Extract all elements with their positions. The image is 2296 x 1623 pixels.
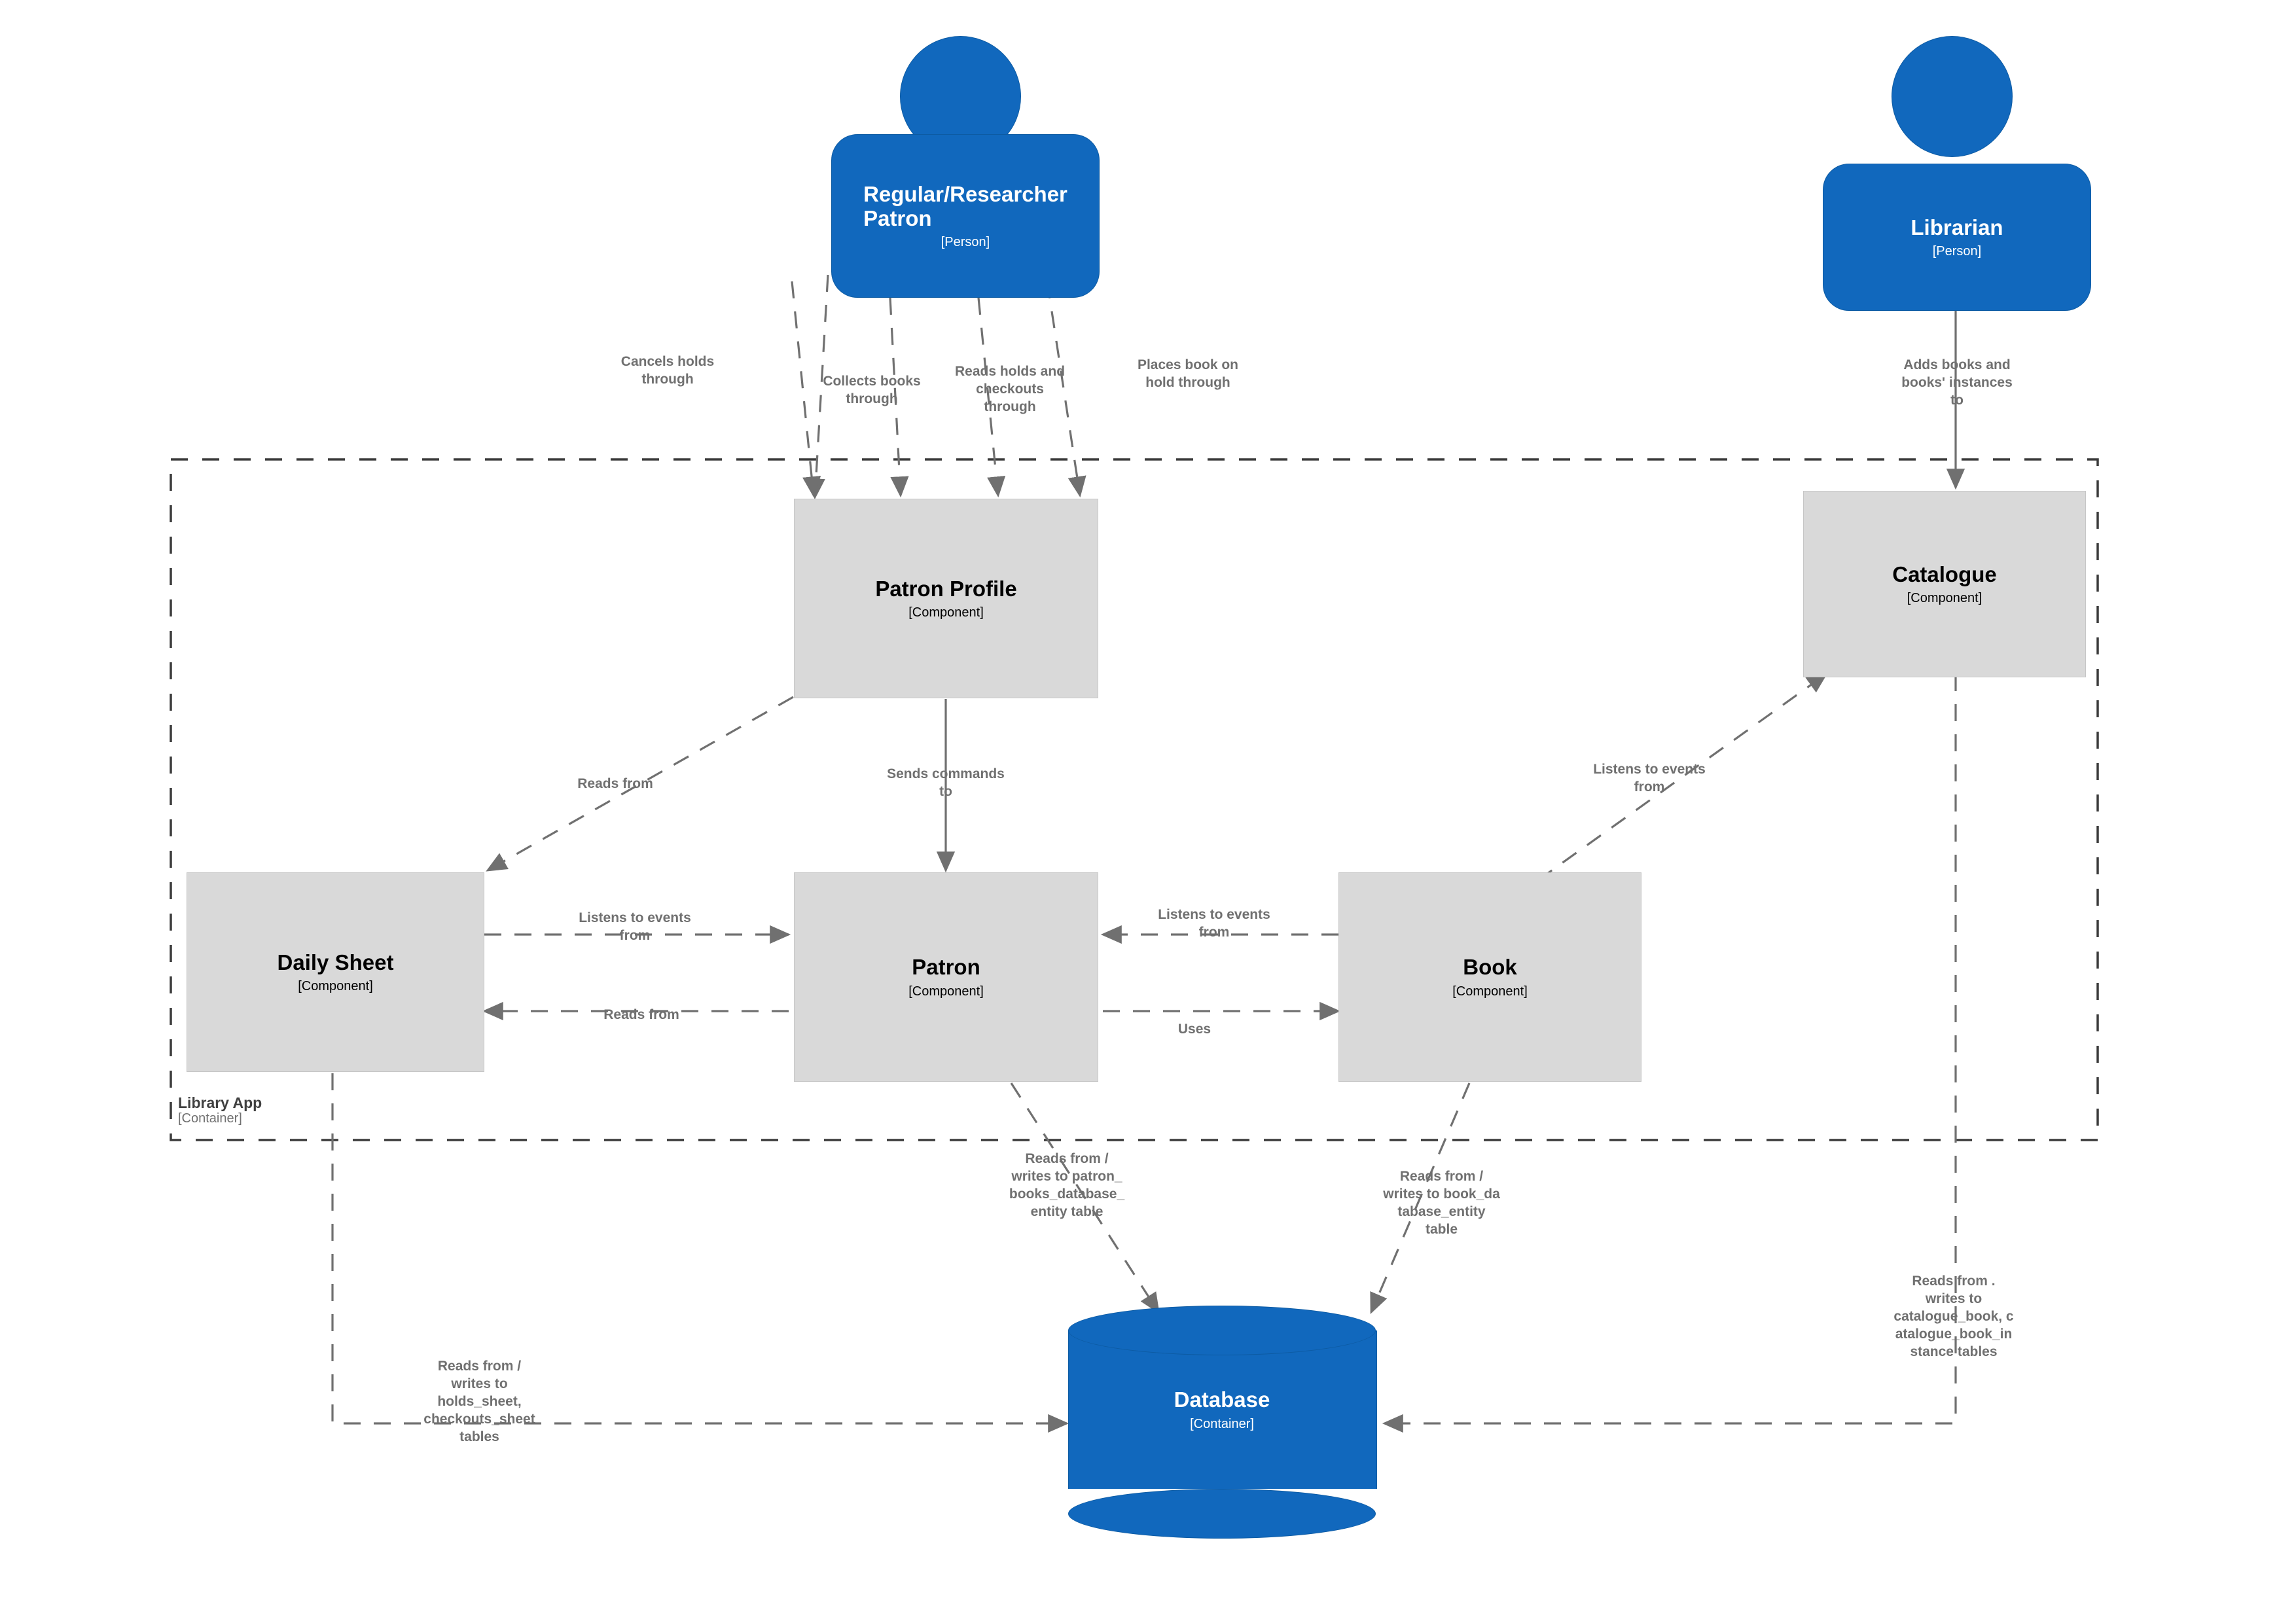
database-cylinder-top — [1068, 1306, 1376, 1355]
component-subtitle: [Component] — [1452, 984, 1528, 999]
component-subtitle: [Component] — [1907, 591, 1982, 606]
container-database[interactable]: Database [Container] — [1068, 1306, 1377, 1539]
person-body: Regular/Researcher Patron [Person] — [831, 134, 1100, 298]
edge-label-patron-database-tables: Reads from / writes to patron_ books_dat… — [1009, 1151, 1125, 1219]
person-head-icon — [1892, 36, 2013, 157]
boundary-subtitle: [Container] — [178, 1111, 242, 1126]
component-title: Daily Sheet — [277, 950, 394, 974]
component-book[interactable]: Book [Component] — [1338, 872, 1641, 1082]
person-librarian[interactable]: Librarian [Person] — [1823, 36, 2091, 311]
edge-label-collects-books: Collects books through — [823, 374, 921, 406]
edge-label-adds-books-instances: Adds books and books' instances to — [1901, 357, 2013, 408]
edge-label-uses: Uses — [1177, 1022, 1211, 1037]
edge-patron-to-database — [1010, 1082, 1160, 1314]
database-title: Database — [1174, 1387, 1270, 1412]
person-subtitle: [Person] — [1932, 243, 1982, 259]
person-title: Librarian — [1910, 215, 2003, 240]
database-subtitle: [Container] — [1190, 1416, 1254, 1431]
edge-label-profile-reads-from: Reads from — [577, 776, 653, 791]
edge-label-reads-holds-checkouts: Reads holds and checkouts through — [954, 364, 1066, 414]
edge-label-places-book-on-hold: Places book on hold through — [1137, 357, 1239, 390]
component-subtitle: [Component] — [908, 605, 984, 620]
component-title: Patron — [912, 955, 980, 980]
edge-label-patron-reads-from: Reads from — [603, 1007, 679, 1022]
person-subtitle: [Person] — [941, 234, 990, 249]
person-regular-researcher-patron[interactable]: Regular/Researcher Patron [Person] — [831, 36, 1100, 298]
edge-reads-holds — [977, 297, 1006, 498]
edge-places-hold — [1046, 281, 1086, 498]
edges-dashed — [331, 274, 1965, 1433]
database-cylinder-bottom — [1068, 1489, 1376, 1539]
boundary-title: Library App — [178, 1094, 262, 1111]
edge-label-catalogue-listens-to-events: Listens to events from — [1593, 762, 1706, 794]
component-daily-sheet[interactable]: Daily Sheet [Component] — [187, 872, 484, 1072]
component-title: Patron Profile — [875, 576, 1017, 601]
database-cylinder-body — [1068, 1330, 1377, 1489]
component-title: Book — [1463, 955, 1517, 980]
database-label: Database [Container] — [1068, 1306, 1376, 1514]
component-patron[interactable]: Patron [Component] — [794, 872, 1098, 1082]
edge-label-book-listens-to-events: Listens to events from — [1158, 907, 1270, 940]
edge-label-cancels-holds: Cancels holds through — [620, 354, 715, 387]
edge-label-sheet-listens-to-events: Listens to events from — [579, 910, 691, 943]
component-subtitle: [Component] — [908, 984, 984, 999]
component-patron-profile[interactable]: Patron Profile [Component] — [794, 499, 1098, 698]
component-catalogue[interactable]: Catalogue [Component] — [1803, 491, 2086, 677]
edge-label-book-database-tables: Reads from / writes to book_da tabase_en… — [1383, 1169, 1500, 1237]
component-subtitle: [Component] — [298, 979, 373, 994]
boundary-label-library-app: Library App [Container] — [178, 1094, 262, 1126]
person-body: Librarian [Person] — [1823, 164, 2091, 311]
edge-collects-books — [889, 297, 909, 498]
edge-book-to-database — [1370, 1082, 1471, 1314]
edge-catalogue-to-database — [1382, 674, 1957, 1433]
edge-label-sheet-database-tables: Reads from / writes to holds_sheet, chec… — [423, 1359, 535, 1444]
edge-label-catalogue-database-tables: Reads from . writes to catalogue_book, c… — [1893, 1274, 2014, 1359]
edge-label-sends-commands-to: Sends commands to — [887, 766, 1005, 799]
component-title: Catalogue — [1892, 562, 1997, 586]
library-app-boundary — [170, 458, 2099, 1141]
person-title: Regular/Researcher Patron — [863, 182, 1067, 230]
edge-cancels-holds — [806, 274, 829, 500]
edge-cancels-holds-line — [791, 281, 821, 498]
